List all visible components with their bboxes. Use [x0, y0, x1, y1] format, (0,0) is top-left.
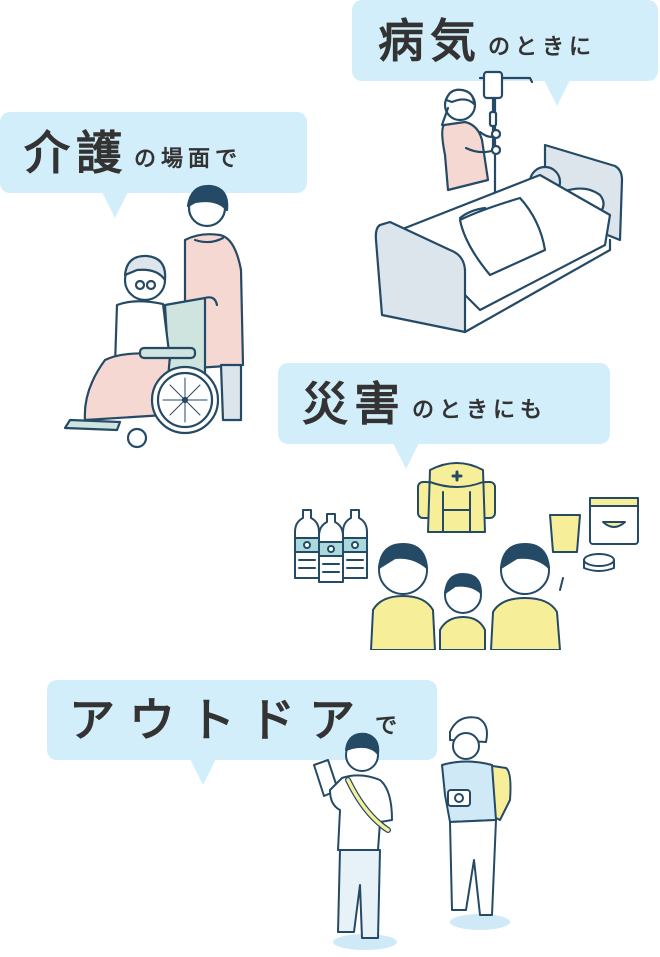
speech-bubble-disaster: 災害 のときにも	[278, 363, 610, 469]
disaster-illustration	[285, 460, 645, 650]
speech-bubble-illness: 病気 のときに	[352, 0, 658, 106]
emergency-backpack-icon	[417, 462, 496, 533]
speech-bubble-outdoor: アウトドア で	[47, 680, 437, 785]
illness-illustration	[370, 70, 630, 340]
bubble-tail	[544, 80, 570, 106]
heading-outdoor: アウトドア	[69, 693, 369, 747]
care-illustration	[45, 180, 255, 455]
bubble-tail	[393, 443, 419, 469]
bubble-tail	[102, 192, 128, 218]
heading-care: 介護	[24, 125, 128, 180]
subheading-disaster: のときにも	[412, 397, 548, 423]
speech-bubble-care: 介護 の場面で	[0, 112, 307, 218]
bubble-tail	[190, 759, 216, 785]
outdoor-illustration	[300, 710, 530, 957]
subheading-care: の場面で	[134, 146, 243, 172]
subheading-outdoor: で	[375, 714, 403, 739]
heading-disaster: 災害	[302, 376, 406, 431]
subheading-illness: のときに	[488, 34, 597, 60]
heading-illness: 病気	[378, 13, 482, 68]
water-bottles-icon	[294, 509, 368, 583]
